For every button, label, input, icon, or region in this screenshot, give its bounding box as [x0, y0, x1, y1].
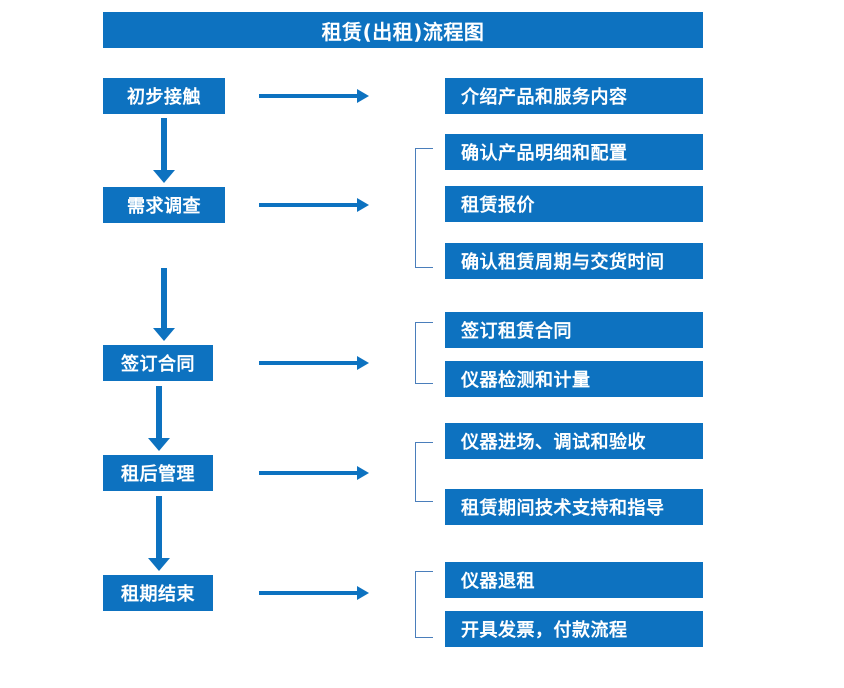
stage-box-初步接触[interactable]: 初步接触 [103, 78, 225, 114]
right-arrow-icon-4 [259, 464, 369, 482]
stage-box-租后管理[interactable]: 租后管理 [103, 455, 213, 491]
stage-box-租期结束[interactable]: 租期结束 [103, 575, 213, 611]
down-arrow-icon-1 [153, 118, 175, 183]
stage-box-签订合同[interactable]: 签订合同 [103, 345, 213, 381]
bracket-icon-3 [415, 322, 433, 384]
detail-box-介绍产品和服务内容[interactable]: 介绍产品和服务内容 [445, 78, 703, 114]
detail-box-确认租赁周期与交货时间[interactable]: 确认租赁周期与交货时间 [445, 243, 703, 279]
detail-box-仪器检测和计量[interactable]: 仪器检测和计量 [445, 361, 703, 397]
right-arrow-icon-1 [259, 87, 369, 105]
diagram-title: 租赁(出租)流程图 [103, 12, 703, 48]
detail-box-确认产品明细和配置[interactable]: 确认产品明细和配置 [445, 134, 703, 170]
bracket-icon-4 [415, 442, 433, 502]
detail-box-签订租赁合同[interactable]: 签订租赁合同 [445, 312, 703, 348]
down-arrow-icon-2 [153, 268, 175, 341]
detail-box-租赁期间技术支持和指导[interactable]: 租赁期间技术支持和指导 [445, 489, 703, 525]
detail-box-仪器进场调试和验收[interactable]: 仪器进场、调试和验收 [445, 423, 703, 459]
down-arrow-icon-3 [148, 386, 170, 451]
right-arrow-icon-2 [259, 196, 369, 214]
down-arrow-icon-4 [148, 496, 170, 571]
stage-box-需求调查[interactable]: 需求调查 [103, 187, 225, 223]
bracket-icon-2 [415, 148, 433, 268]
right-arrow-icon-5 [259, 584, 369, 602]
right-arrow-icon-3 [259, 354, 369, 372]
detail-box-租赁报价[interactable]: 租赁报价 [445, 186, 703, 222]
detail-box-开具发票付款流程[interactable]: 开具发票，付款流程 [445, 611, 703, 647]
bracket-icon-5 [415, 571, 433, 638]
detail-box-仪器退租[interactable]: 仪器退租 [445, 562, 703, 598]
